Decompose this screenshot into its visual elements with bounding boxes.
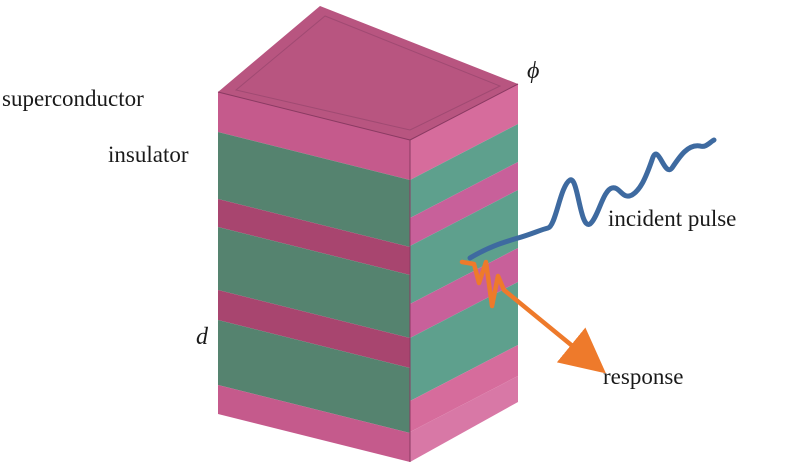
front-insulator-layer <box>218 227 410 338</box>
side-superconductor-layer <box>410 84 518 180</box>
cube-edges <box>217 83 519 462</box>
side-base <box>410 376 518 462</box>
incident-pulse-curve <box>467 137 717 261</box>
response-pulse-curve <box>459 259 606 374</box>
insulator-label: insulator <box>108 142 189 167</box>
side-insulator-layer <box>410 124 518 218</box>
front-insulator-layer <box>218 320 410 433</box>
front-superconductor-layer <box>218 92 410 180</box>
d-label: d <box>196 324 208 350</box>
incident-pulse-label: incident pulse <box>608 206 737 231</box>
side-insulator-layer <box>410 282 518 401</box>
side-face <box>410 84 518 462</box>
top-face-inner <box>234 15 502 131</box>
front-superconductor-layer <box>218 290 410 368</box>
side-superconductor-layer <box>410 345 518 432</box>
superconductor-label: superconductor <box>2 86 144 111</box>
front-superconductor-layer <box>218 385 410 462</box>
side-superconductor-layer <box>410 248 518 338</box>
top-face <box>218 6 518 140</box>
side-superconductor-layer <box>410 162 518 246</box>
front-face <box>218 92 410 462</box>
phi-label: ϕ <box>527 58 540 84</box>
front-superconductor-layer <box>218 199 410 275</box>
side-insulator-layer <box>410 190 518 304</box>
response-label: response <box>603 364 684 389</box>
front-insulator-layer <box>218 132 410 247</box>
